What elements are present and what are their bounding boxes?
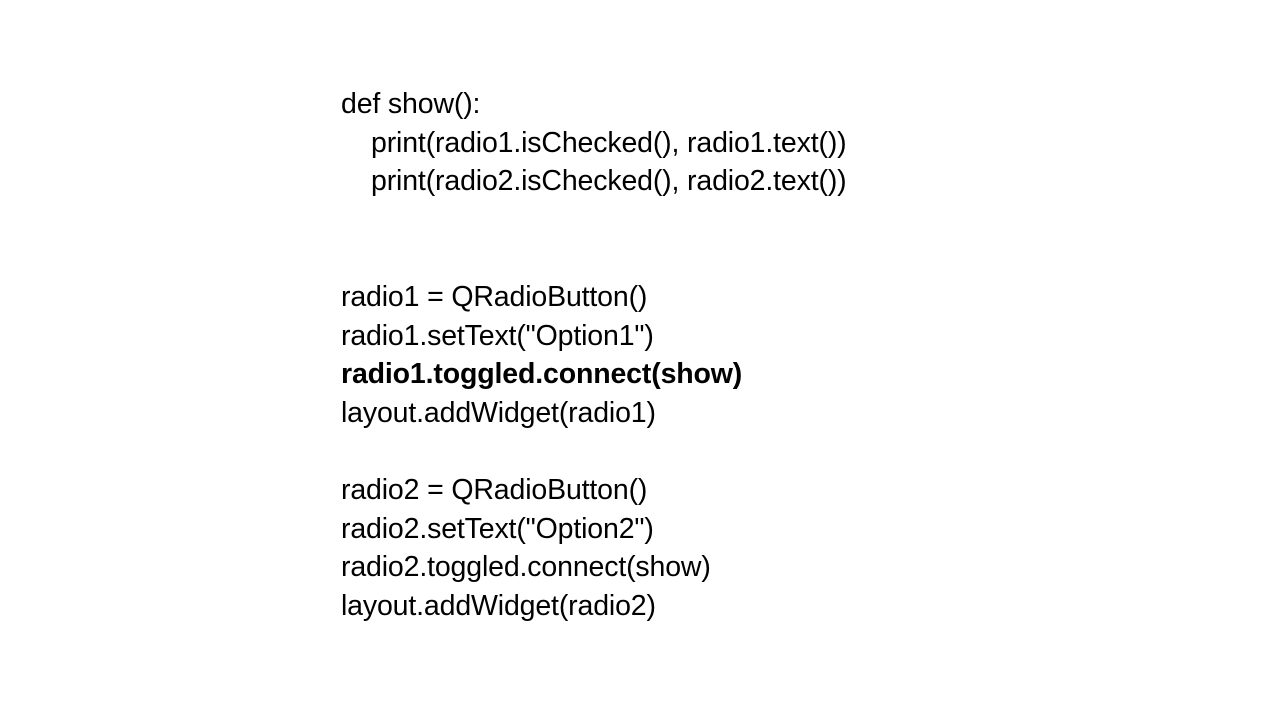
code-line: layout.addWidget(radio2) [341, 589, 656, 622]
code-line: layout.addWidget(radio1) [341, 396, 656, 429]
code-listing: def show(): print(radio1.isChecked(), ra… [341, 85, 1221, 625]
code-block-radio1-setup: radio1 = QRadioButton() radio1.setText("… [341, 278, 1221, 432]
code-line: print(radio1.isChecked(), radio1.text()) [371, 126, 847, 159]
code-block-radio2-setup: radio2 = QRadioButton() radio2.setText("… [341, 471, 1221, 625]
code-line: radio2 = QRadioButton() [341, 473, 648, 506]
code-line: radio2.setText("Option2") [341, 512, 654, 545]
code-line: def show(): [341, 88, 481, 120]
block-spacer [341, 201, 1221, 278]
code-line-highlighted: radio1.toggled.connect(show) [341, 358, 743, 391]
code-line: radio2.toggled.connect(show) [341, 551, 711, 584]
block-spacer [341, 432, 1221, 471]
code-line: print(radio2.isChecked(), radio2.text()) [371, 165, 847, 198]
code-line: radio1 = QRadioButton() [341, 280, 648, 313]
code-block-show-function: def show(): print(radio1.isChecked(), ra… [341, 85, 1221, 201]
code-line: radio1.setText("Option1") [341, 319, 654, 352]
